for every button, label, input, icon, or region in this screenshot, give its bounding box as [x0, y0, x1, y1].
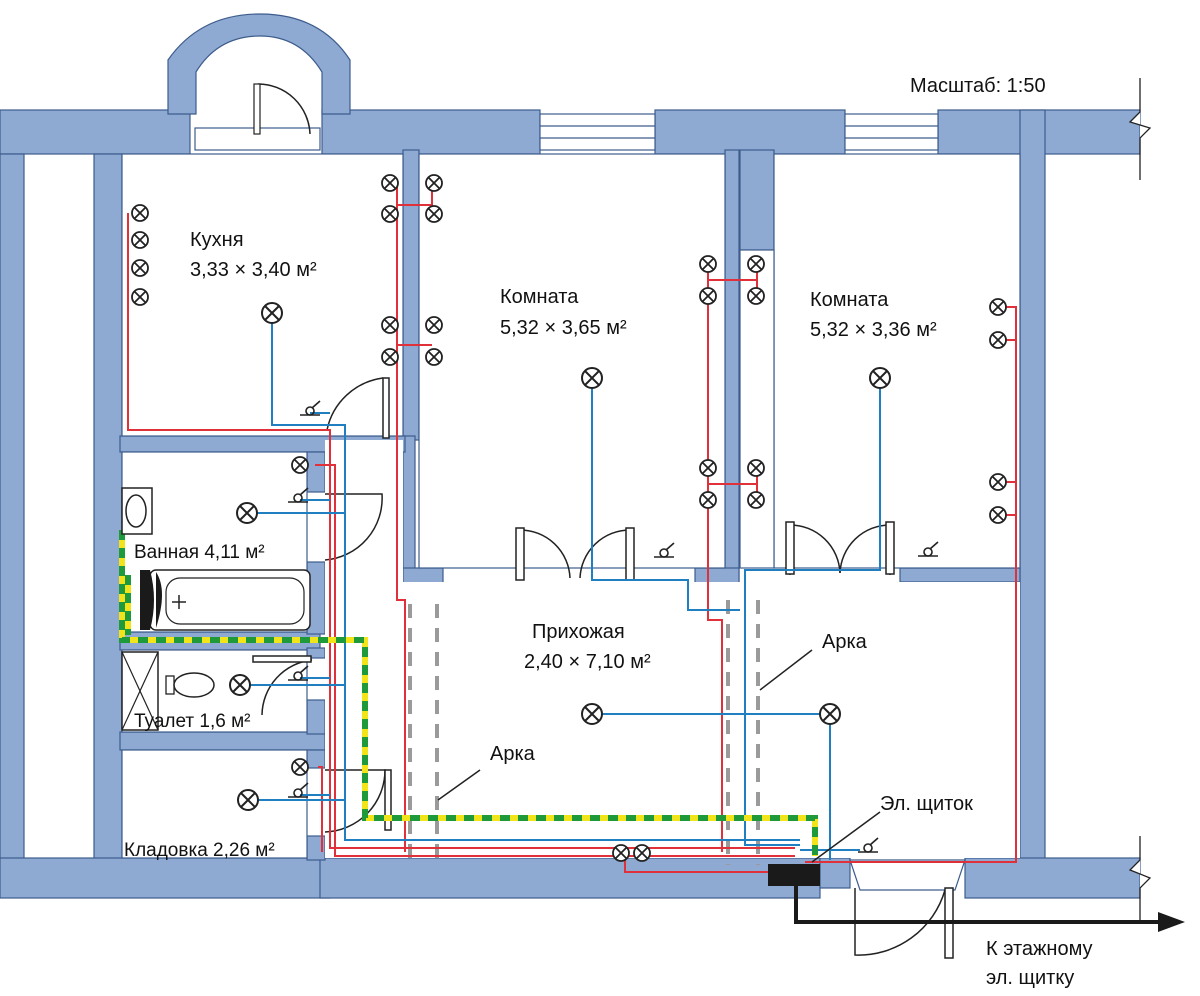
leader-lines	[437, 649, 881, 863]
socket-icon	[425, 348, 443, 366]
hall-name: Прихожая	[532, 621, 625, 643]
floor-panel-label-line1: К этажному	[986, 938, 1093, 960]
socket-icon	[425, 316, 443, 334]
storage-label: Кладовка 2,26 м²	[124, 840, 275, 861]
windows	[194, 113, 939, 151]
socket-icon	[131, 288, 149, 306]
sink	[121, 487, 153, 535]
socket-icon	[381, 316, 399, 334]
arch-left-label: Арка	[490, 743, 536, 765]
lamp-icon	[261, 302, 283, 324]
lamp-icon	[819, 703, 841, 725]
hall-floor	[325, 582, 1020, 858]
socket-icon	[381, 174, 399, 192]
lamp-icon	[236, 502, 258, 524]
arch-right-label: Арка	[822, 631, 868, 653]
scale-label: Масштаб: 1:50	[910, 75, 1046, 97]
socket-icon	[699, 491, 717, 509]
balcony-door	[257, 83, 311, 135]
socket-icon	[612, 844, 630, 862]
socket-icon	[425, 174, 443, 192]
bay-window	[167, 13, 351, 115]
break-marks	[1128, 78, 1152, 920]
socket-icon	[989, 506, 1007, 524]
socket-icon	[381, 348, 399, 366]
socket-icon	[131, 204, 149, 222]
socket-icon	[699, 255, 717, 273]
toilet-label: Туалет 1,6 м²	[134, 711, 250, 732]
socket-icon	[291, 456, 309, 474]
hall-size: 2,40 × 7,10 м²	[524, 651, 651, 673]
socket-icon	[381, 205, 399, 223]
socket-icon	[989, 298, 1007, 316]
kitchen-size: 3,33 × 3,40 м²	[190, 259, 317, 281]
panel-label: Эл. щиток	[880, 793, 973, 815]
feed-arrow-icon	[1158, 912, 1185, 932]
room2-name: Комната	[810, 289, 889, 311]
socket-icon	[699, 287, 717, 305]
lamp-icon	[581, 367, 603, 389]
hall-corridor	[325, 440, 403, 582]
room1-name: Комната	[500, 286, 579, 308]
room2-size: 5,32 × 3,36 м²	[810, 319, 937, 341]
bathtub	[140, 569, 311, 631]
socket-icon	[747, 287, 765, 305]
socket-icon	[747, 491, 765, 509]
lamp-icon	[581, 703, 603, 725]
room1-size: 5,32 × 3,65 м²	[500, 317, 627, 339]
light-wires	[240, 315, 881, 860]
lamp-icon	[229, 674, 251, 696]
socket-icon	[633, 844, 651, 862]
ground-wire	[119, 530, 818, 856]
toilet-fixture	[121, 651, 215, 731]
lamp-icon	[237, 789, 259, 811]
lamp-icon	[869, 367, 891, 389]
feed-line	[794, 886, 1160, 924]
electrical-panel	[768, 864, 820, 886]
socket-icon	[425, 205, 443, 223]
socket-icon	[131, 231, 149, 249]
socket-icon	[989, 473, 1007, 491]
bath-label: Ванная 4,11 м²	[134, 542, 265, 563]
socket-icon	[747, 459, 765, 477]
socket-icon	[989, 331, 1007, 349]
socket-wires	[127, 183, 1017, 873]
socket-icon	[699, 459, 717, 477]
socket-icon	[747, 255, 765, 273]
socket-icon	[291, 758, 309, 776]
socket-icon	[131, 259, 149, 277]
entrance-niche	[849, 859, 966, 891]
walls	[0, 109, 1141, 899]
kitchen-name: Кухня	[190, 229, 244, 251]
floor-panel-label-line2: эл. щитку	[986, 967, 1074, 989]
